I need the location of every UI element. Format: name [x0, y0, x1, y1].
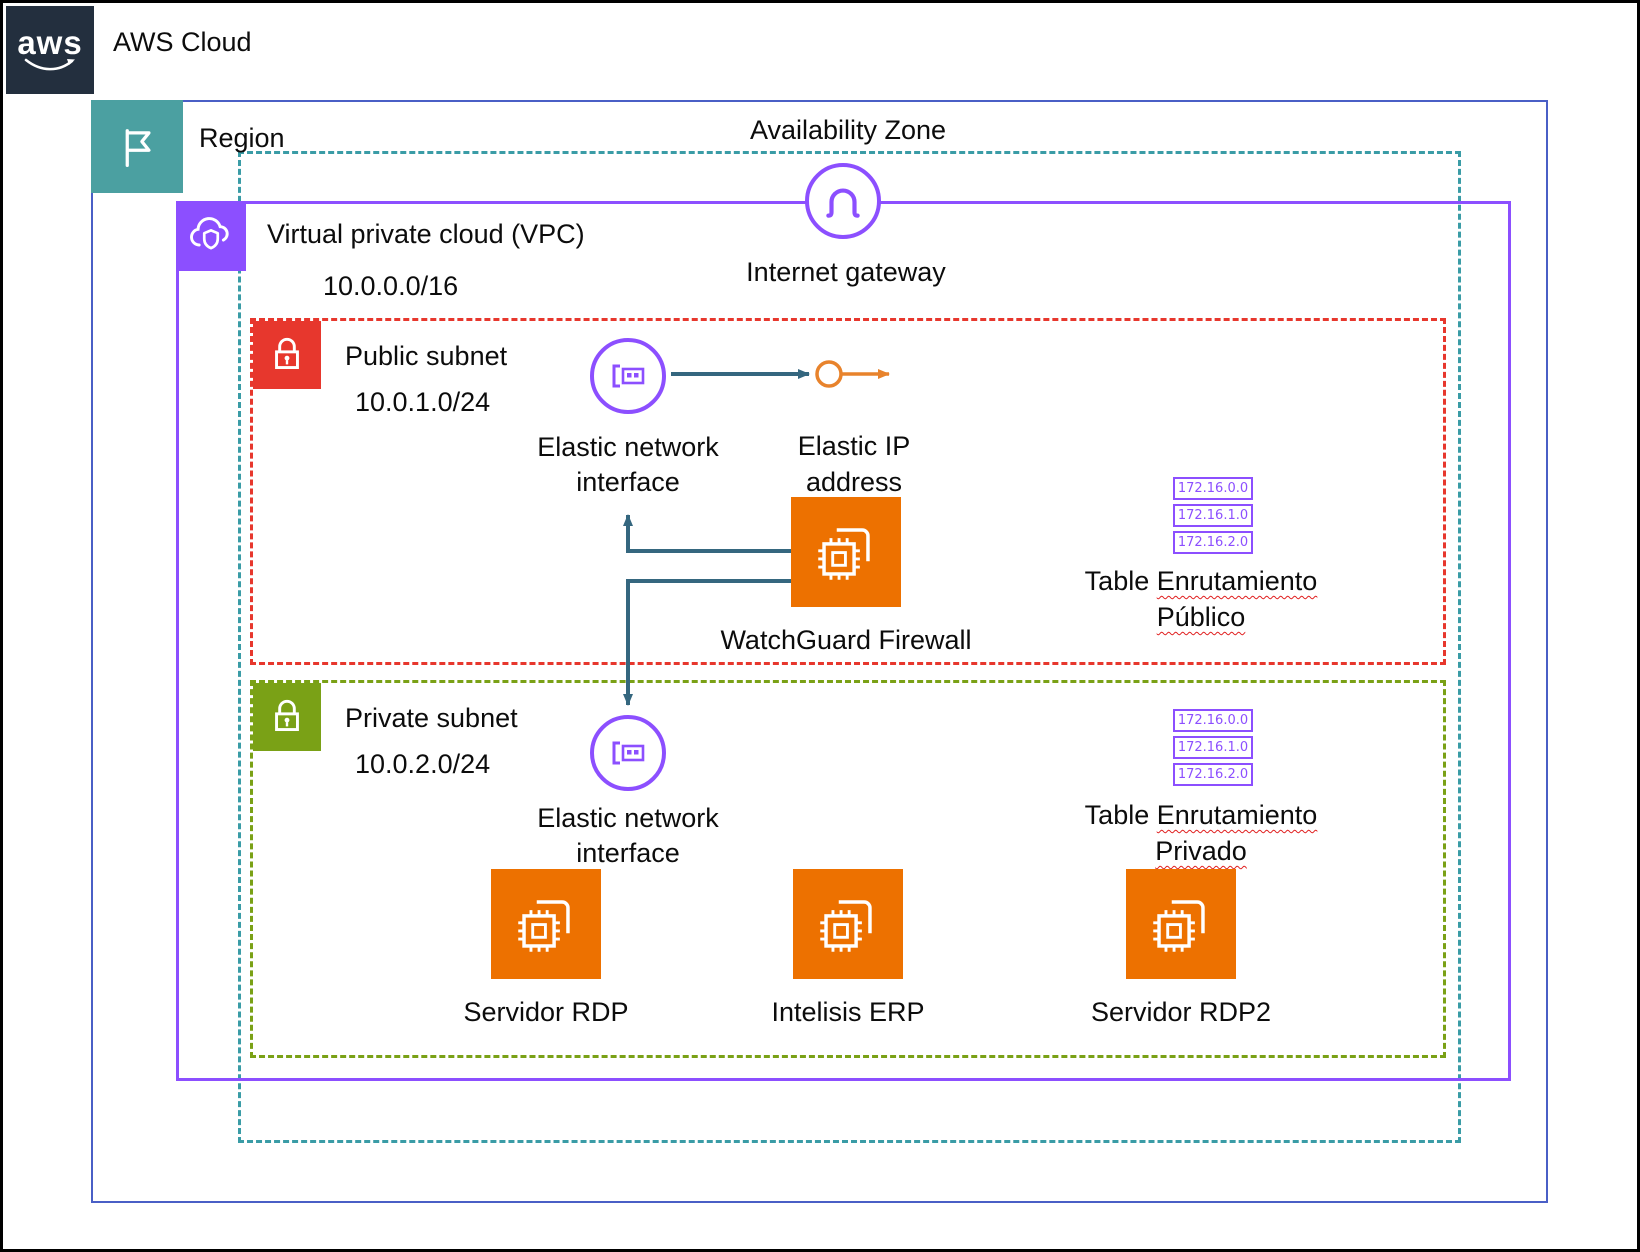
route-table-private-word: Privado	[1155, 836, 1247, 866]
aws-smile-icon	[24, 58, 75, 70]
intelisis-erp-icon	[793, 869, 903, 979]
private-subnet-lock-icon	[253, 683, 321, 751]
internet-gateway-label: Internet gateway	[746, 257, 946, 287]
route-entry: 172.16.0.0	[1173, 709, 1253, 732]
route-entry: 172.16.0.0	[1173, 477, 1253, 500]
route-table-public-label: Table Enrutamiento Público	[1051, 563, 1351, 635]
elastic-network-interface-icon	[590, 338, 666, 414]
aws-cloud-label: AWS Cloud	[113, 27, 252, 57]
aws-logo-text: aws	[17, 23, 83, 61]
private-subnet-label: Private subnet	[345, 703, 518, 733]
route-table-private-icon: 172.16.0.0 172.16.1.0 172.16.2.0	[1173, 709, 1253, 790]
elastic-network-interface-icon	[590, 715, 666, 791]
servidor-rdp-icon	[491, 869, 601, 979]
vpc-cidr: 10.0.0.0/16	[323, 271, 459, 301]
internet-gateway-icon	[805, 163, 881, 239]
public-subnet-container	[250, 318, 1446, 665]
route-entry: 172.16.1.0	[1173, 736, 1253, 759]
servidor-rdp2-icon	[1126, 869, 1236, 979]
public-subnet-lock-icon	[253, 321, 321, 389]
elastic-ip-label: Elastic IP address	[797, 431, 911, 497]
region-flag-icon	[91, 100, 183, 193]
elastic-network-interface-label: Elastic network interface	[537, 432, 719, 497]
servidor-rdp-label: Servidor RDP	[463, 997, 629, 1027]
aws-logo: aws	[6, 6, 94, 94]
route-table-private-word: Enrutamiento	[1156, 800, 1318, 830]
availability-zone-label: Availability Zone	[749, 115, 947, 145]
watchguard-firewall-icon	[791, 497, 901, 607]
public-subnet-label: Public subnet	[345, 341, 508, 371]
elastic-network-interface-label: Elastic network interface	[537, 803, 719, 868]
vpc-label: Virtual private cloud (VPC)	[267, 219, 585, 249]
private-subnet-container	[250, 680, 1446, 1058]
availability-zone-container	[238, 151, 1461, 1143]
route-entry: 172.16.2.0	[1173, 531, 1253, 554]
route-table-public-word: Enrutamiento	[1156, 566, 1318, 596]
route-entry: 172.16.1.0	[1173, 504, 1253, 527]
intelisis-erp-label: Intelisis ERP	[771, 997, 925, 1027]
route-entry: 172.16.2.0	[1173, 763, 1253, 786]
vpc-icon	[176, 201, 246, 271]
servidor-rdp2-label: Servidor RDP2	[1090, 997, 1272, 1027]
public-subnet-cidr: 10.0.1.0/24	[355, 387, 491, 417]
watchguard-firewall-label: WatchGuard Firewall	[720, 625, 972, 655]
region-container	[91, 100, 1548, 1203]
route-table-public-icon: 172.16.0.0 172.16.1.0 172.16.2.0	[1173, 477, 1253, 558]
route-table-private-word: Table	[1084, 800, 1150, 830]
private-subnet-cidr: 10.0.2.0/24	[355, 749, 491, 779]
route-table-public-word: Público	[1156, 602, 1246, 632]
region-label: Region	[199, 123, 285, 153]
route-table-public-word: Table	[1084, 566, 1150, 596]
route-table-private-label: Table Enrutamiento Privado	[1051, 797, 1351, 869]
